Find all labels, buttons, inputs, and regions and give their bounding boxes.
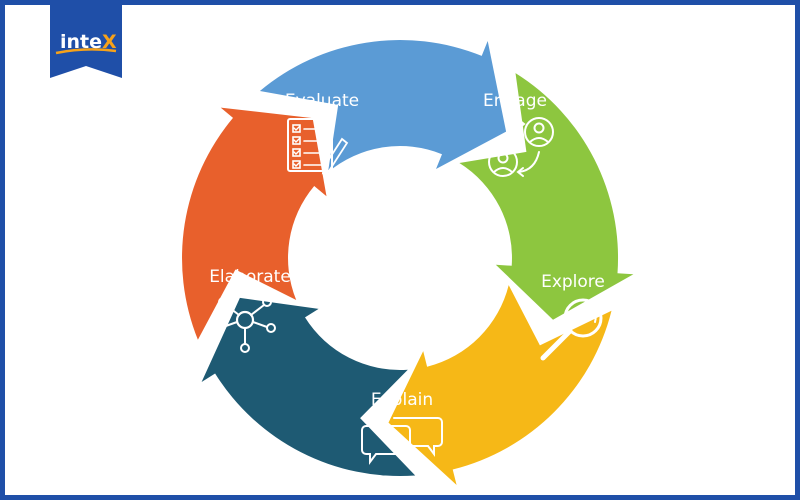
cycle-arrow-elaborate xyxy=(182,107,327,340)
people-cycle-icon xyxy=(488,117,554,177)
logo-background xyxy=(50,5,122,78)
network-icon xyxy=(214,297,276,353)
stage-label-evaluate: Evaluate xyxy=(285,91,359,111)
intex-logo: inteX xyxy=(50,5,122,78)
stage-label-elaborate: Elaborate xyxy=(209,267,291,287)
magnifier-icon xyxy=(540,298,603,361)
stage-label-engage: Engage xyxy=(483,91,547,111)
stage-label-explain: Explain xyxy=(371,390,433,410)
logo-ribbon-notch xyxy=(50,66,122,78)
chat-bubbles-icon xyxy=(361,417,443,465)
logo-swoosh-icon xyxy=(55,48,117,55)
cycle-arrow-explain xyxy=(201,297,416,477)
logo-text: inteX xyxy=(60,31,117,53)
cycle-arrow-engage xyxy=(459,73,634,320)
stage-label-explore: Explore xyxy=(541,272,605,292)
cycle-arrow-evaluate xyxy=(259,40,507,173)
checklist-icon xyxy=(287,118,349,175)
cycle-arrow-explore xyxy=(388,285,612,485)
